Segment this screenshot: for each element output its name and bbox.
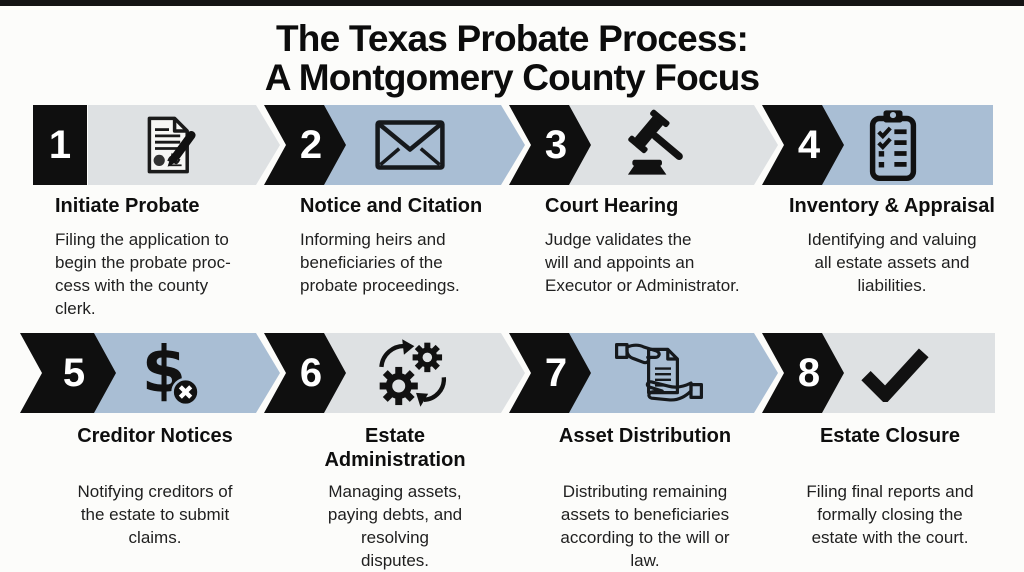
step-1-text: Initiate Probate Filing the application …	[55, 194, 255, 320]
step-3-band	[569, 105, 778, 185]
step-8-text: Estate Closure Filing final reports and …	[782, 424, 998, 549]
step-7-number: 7	[544, 350, 568, 395]
step-2-number: 2	[299, 122, 323, 167]
step-6-title: Estate Administration	[324, 425, 466, 471]
checkmark-icon	[860, 348, 929, 402]
step-2-band	[324, 105, 525, 185]
step-6-band	[324, 333, 525, 413]
step-8-band	[822, 333, 995, 413]
dollar-cancel-icon: $	[138, 335, 202, 411]
step-2-description: Informing heirs and beneficiaries of the…	[300, 230, 460, 295]
title-line-1: The Texas Probate Process:	[275, 18, 749, 59]
step-5-number: 5	[62, 350, 86, 395]
step-7-description: Distributing remaining assets to benefic…	[560, 482, 730, 570]
step-8-number: 8	[797, 350, 821, 395]
step-5-text: Creditor Notices Notifying creditors of …	[52, 424, 258, 549]
top-border-bar	[0, 0, 1024, 6]
clipboard-checklist-icon	[869, 110, 916, 182]
step-1-number: 1	[48, 122, 72, 167]
step-2-title: Notice and Citation	[300, 195, 483, 217]
step-3-number: 3	[544, 122, 568, 167]
title-line-2: A Montgomery County Focus	[264, 57, 760, 98]
step-3-text: Court Hearing Judge validates the will a…	[545, 194, 765, 297]
step-3-description: Judge validates the will and appoints an…	[545, 230, 740, 295]
process-row-2: 5 $ 6	[0, 333, 1024, 413]
step-5-title: Creditor Notices	[77, 425, 233, 447]
step-7-band	[569, 333, 778, 413]
step-4-description: Identifying and valuing all estate asset…	[807, 230, 977, 295]
step-6-number: 6	[299, 350, 323, 395]
step-4-number: 4	[797, 122, 821, 167]
step-1-description: Filing the application to begin the prob…	[55, 230, 231, 318]
gavel-icon	[609, 108, 709, 182]
step-8-title: Estate Closure	[819, 425, 961, 447]
infographic-title: The Texas Probate Process: A Montgomery …	[0, 19, 1024, 97]
step-5-band: $	[90, 333, 280, 413]
gears-icon	[370, 334, 450, 412]
step-8-description: Filing final reports and formally closin…	[806, 482, 974, 547]
step-2-text: Notice and Citation Informing heirs and …	[300, 194, 490, 297]
step-3-title: Court Hearing	[545, 195, 679, 217]
step-1-title: Initiate Probate	[55, 195, 200, 217]
envelope-icon	[374, 118, 446, 172]
step-4-band	[822, 105, 993, 185]
step-1-band	[88, 105, 280, 185]
step-4-text: Inventory & Appraisal Identifying and va…	[778, 194, 1006, 297]
step-6-description: Managing assets, paying debts, and resol…	[327, 482, 463, 570]
step-7-text: Asset Distribution Distributing remainin…	[538, 424, 752, 572]
step-7-title: Asset Distribution	[558, 425, 732, 447]
process-row-1: 1 2	[0, 105, 1024, 185]
step-1-number-box: 1	[33, 105, 87, 185]
step-4-title: Inventory & Appraisal	[789, 195, 995, 217]
document-pen-icon	[134, 108, 204, 182]
step-5-description: Notifying creditors of the estate to sub…	[77, 482, 233, 547]
hand-document-icon	[611, 335, 707, 411]
step-6-text: Estate Administration Managing assets, p…	[300, 424, 490, 572]
